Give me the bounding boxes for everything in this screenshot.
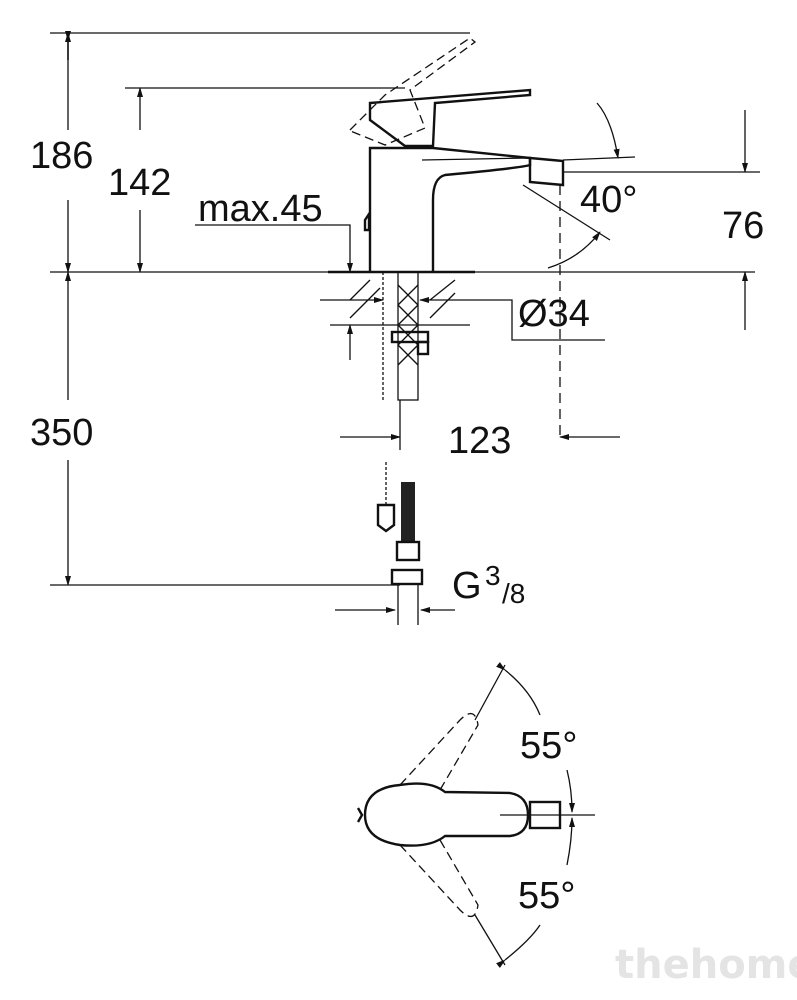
dimension-lines — [65, 31, 748, 613]
watermark: thehome — [615, 942, 797, 988]
dim-40deg: 40° — [580, 179, 637, 221]
dim-thread-g: G — [452, 565, 482, 607]
dim-76: 76 — [722, 205, 764, 247]
dim-diameter-34: Ø34 — [518, 293, 590, 335]
dim-55deg-bottom: 55° — [518, 875, 575, 917]
lift-rod-knob — [363, 210, 371, 232]
dim-thread-den: /8 — [502, 578, 525, 609]
dim-123: 123 — [448, 420, 511, 462]
dim-55deg-top: 55° — [520, 725, 577, 767]
faucet-side-view — [328, 37, 565, 625]
dim-350: 350 — [30, 412, 93, 454]
dim-142: 142 — [108, 162, 171, 204]
dim-thread-num: 3 — [485, 560, 501, 591]
dim-max45: max.45 — [198, 188, 323, 230]
dim-186: 186 — [30, 135, 93, 177]
faucet-top-view — [356, 662, 595, 968]
